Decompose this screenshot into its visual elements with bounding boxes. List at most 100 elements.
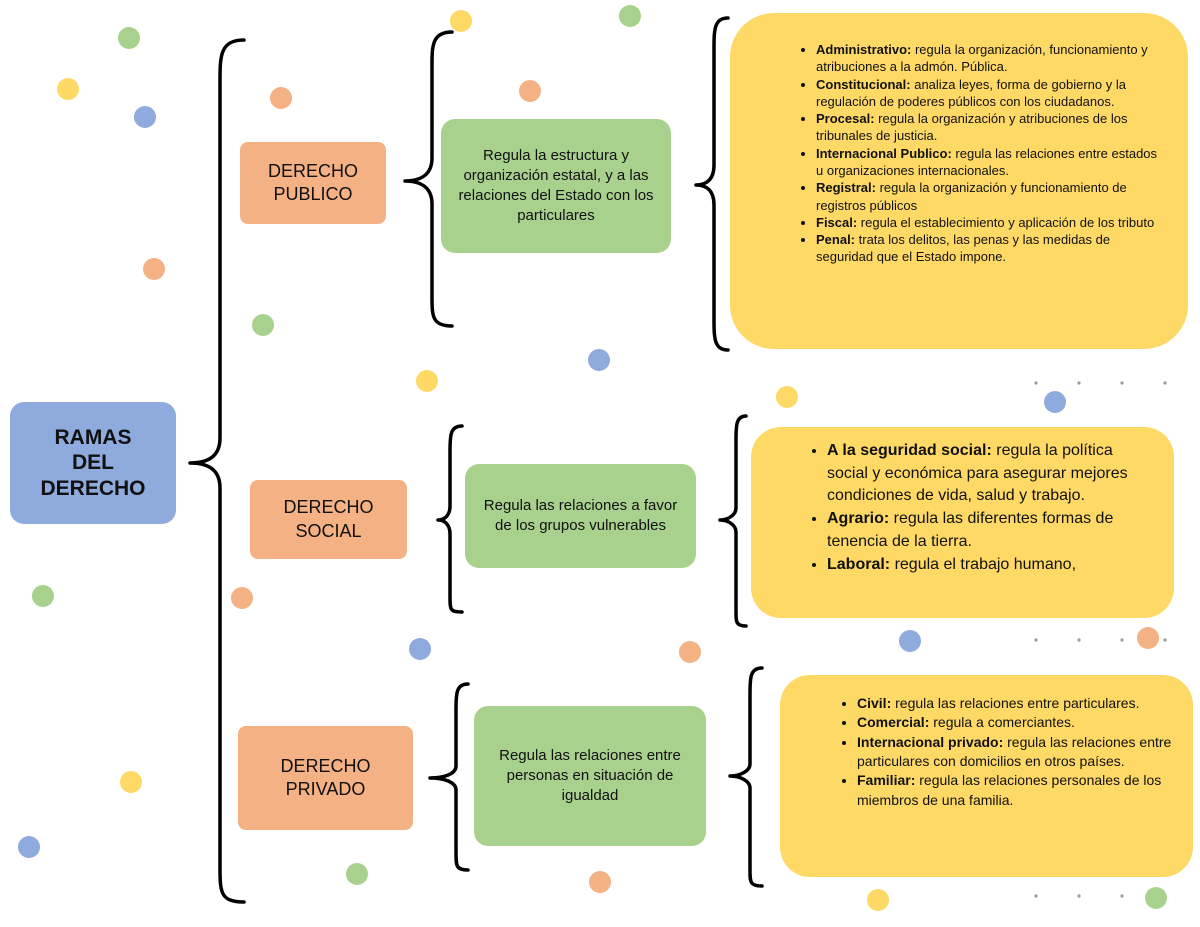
item-text: regula el establecimiento y aplicación d… (857, 214, 1155, 230)
item-term: Internacional Publico: (816, 145, 952, 161)
dot (346, 863, 368, 885)
detail-list: A la seguridad social: regula la polític… (807, 440, 1154, 576)
item-term: Administrativo: (816, 42, 912, 57)
dot (134, 106, 156, 128)
item-text: regula la organización, funcionamiento y… (816, 42, 1148, 75)
list-item: Registral: regula la organización y func… (816, 179, 1158, 214)
item-text: regula el trabajo humano, (890, 555, 1077, 573)
dot (409, 638, 431, 660)
decorative-dots (18, 5, 1167, 911)
item-term: Registral: (816, 180, 876, 196)
item-term: Civil: (857, 695, 892, 711)
dot (1137, 627, 1159, 649)
dot (32, 585, 54, 607)
item-text: trata los delitos, las penas y las medid… (816, 232, 1111, 265)
list-item: Fiscal: regula el establecimiento y apli… (816, 214, 1158, 231)
category-line-2: PRIVADO (285, 779, 366, 799)
brace-root (188, 38, 246, 904)
list-item: Comercial: regula a comerciantes. (857, 713, 1173, 732)
item-text: regula las relaciones entre particulares… (857, 733, 1172, 769)
detail-derecho-social: A la seguridad social: regula la polític… (751, 427, 1174, 618)
item-text: regula la organización y funcionamiento … (816, 180, 1127, 213)
root-line-1: RAMAS (54, 425, 132, 449)
brace-social (436, 424, 464, 614)
category-line-1: DERECHO (283, 497, 374, 518)
category-derecho-privado: DERECHO PRIVADO (238, 726, 413, 830)
root-line-2: DEL (71, 451, 114, 475)
list-item: A la seguridad social: regula la polític… (827, 440, 1154, 508)
description-derecho-social: Regula las relaciones a favor de los gru… (465, 464, 696, 568)
dot (679, 641, 701, 663)
dot (416, 370, 438, 392)
dot (588, 349, 610, 371)
item-text: regula las diferentes formas de tenencia… (827, 510, 1114, 550)
item-text: regula las relaciones entre particulares… (891, 695, 1140, 711)
item-term: Penal: (816, 232, 856, 248)
dot (867, 889, 889, 911)
brace-privado (428, 682, 470, 872)
description-text: Regula las relaciones a favor de los gru… (483, 496, 678, 534)
braces (188, 16, 764, 904)
list-item: Administrativo: regula la organización, … (816, 41, 1158, 76)
description-text: Regula la estructura y organización esta… (458, 146, 654, 225)
category-derecho-social: DERECHO SOCIAL (250, 480, 407, 559)
item-term: Procesal: (816, 111, 875, 127)
brace-privado-detail (728, 666, 764, 888)
description-derecho-publico: Regula la estructura y organización esta… (441, 119, 671, 253)
dot (270, 87, 292, 109)
dot (776, 386, 798, 408)
detail-derecho-privado: Civil: regula las relaciones entre parti… (780, 675, 1193, 877)
description-derecho-privado: Regula las relaciones entre personas en … (474, 706, 706, 846)
list-item: Agrario: regula las diferentes formas de… (827, 508, 1154, 553)
list-item: Familiar: regula las relaciones personal… (857, 771, 1173, 810)
dot (143, 258, 165, 280)
dot (18, 836, 40, 858)
root-line-3: DERECHO (40, 476, 146, 500)
item-text: regula la política social y económica pa… (827, 442, 1128, 505)
dot (619, 5, 641, 27)
dot (519, 80, 541, 102)
dot (231, 587, 253, 609)
list-item: Internacional Publico: regula las relaci… (816, 145, 1158, 180)
item-term: Fiscal: (816, 214, 858, 230)
item-text: regula las relaciones entre estados u or… (816, 145, 1158, 178)
dot (589, 871, 611, 893)
detail-list: Civil: regula las relaciones entre parti… (837, 694, 1173, 810)
item-text: regula a comerciantes. (929, 714, 1075, 731)
category-line-1: DERECHO (267, 160, 358, 181)
dot (120, 771, 142, 793)
item-text: regula las relaciones personales de los … (857, 772, 1162, 808)
item-term: Familiar: (857, 772, 916, 789)
list-item: Penal: trata los delitos, las penas y la… (816, 231, 1158, 266)
item-term: Agrario: (827, 510, 890, 528)
dot (899, 630, 921, 652)
item-term: Constitucional: (816, 76, 911, 92)
category-line-2: SOCIAL (295, 520, 362, 541)
dot (1145, 887, 1167, 909)
list-item: Civil: regula las relaciones entre parti… (857, 694, 1173, 713)
list-item: Laboral: regula el trabajo humano, (827, 554, 1154, 577)
item-text: analiza leyes, forma de gobierno y la re… (816, 76, 1126, 109)
list-item: Procesal: regula la organización y atrib… (816, 110, 1158, 145)
item-text: regula la organización y atribuciones de… (816, 111, 1128, 144)
item-term: Internacional privado: (857, 733, 1004, 750)
category-derecho-publico: DERECHO PUBLICO (240, 142, 386, 224)
brace-publico (403, 30, 454, 328)
dot (252, 314, 274, 336)
item-term: A la seguridad social: (827, 442, 992, 459)
dot (118, 27, 140, 49)
detail-list: Administrativo: regula la organización, … (796, 41, 1158, 266)
dot (57, 78, 79, 100)
root-node: RAMAS DEL DERECHO (10, 402, 176, 524)
list-item: Internacional privado: regula las relaci… (857, 733, 1173, 772)
list-item: Constitucional: analiza leyes, forma de … (816, 76, 1158, 111)
detail-derecho-publico: Administrativo: regula la organización, … (730, 13, 1188, 349)
category-line-1: DERECHO (280, 755, 371, 776)
dot (1044, 391, 1066, 413)
brace-publico-detail (694, 16, 730, 352)
category-line-2: PUBLICO (273, 184, 353, 204)
dot (450, 10, 472, 32)
item-term: Comercial: (857, 714, 930, 731)
description-text: Regula las relaciones entre personas en … (499, 746, 681, 805)
